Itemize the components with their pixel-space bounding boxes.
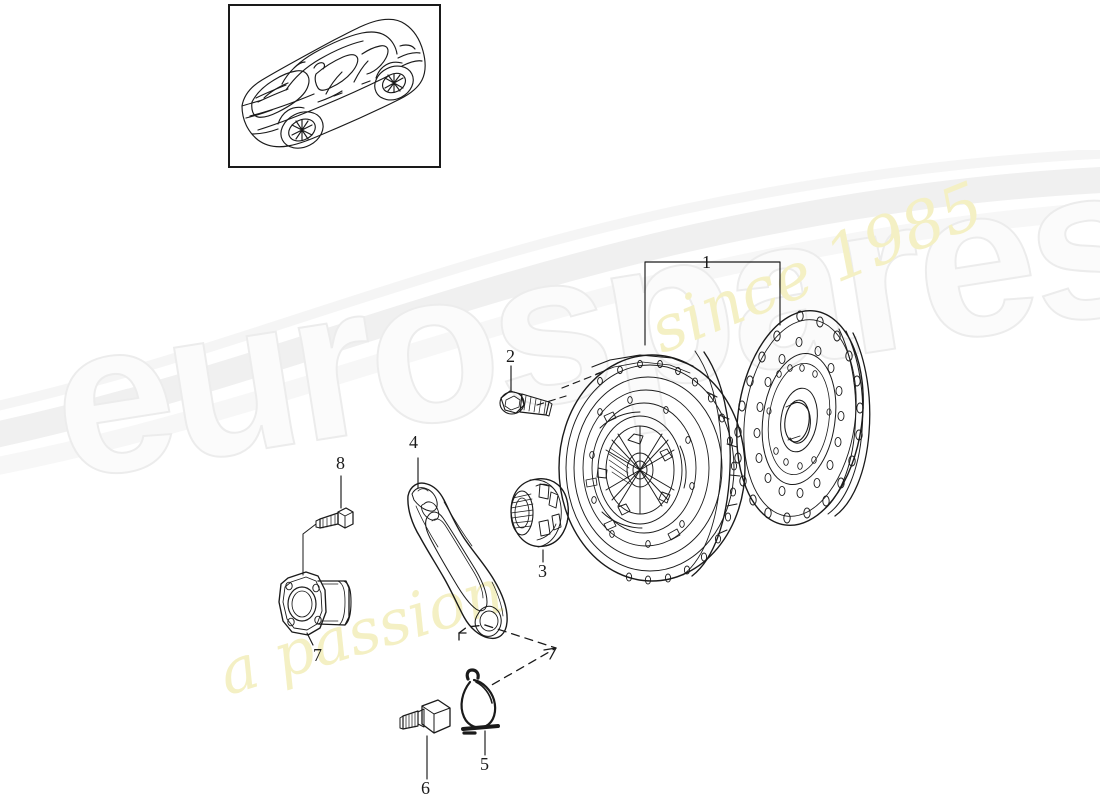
part-retaining-spring-clip [460,668,500,735]
callout-label-8: 8 [336,453,345,473]
part-dual-mass-flywheel [734,310,871,526]
callout-label-1: 1 [702,252,711,272]
part-guide-sleeve-bolt [315,507,354,529]
vehicle-thumbnail-box [228,4,441,168]
porsche-panamera-icon [241,18,426,149]
callout-label-5: 5 [480,754,489,774]
callout-label-3: 3 [538,561,547,581]
callout-5-dashed-arrow [458,624,557,687]
callout-label-4: 4 [409,432,418,452]
part-clutch-pressure-plate [558,350,746,585]
part-hex-flange-bolt [499,390,553,417]
part-threaded-plug [399,699,451,734]
callout-label-7: 7 [313,645,322,665]
part-release-bearing [510,478,569,548]
part-guide-sleeve [278,571,352,636]
part-release-fork [407,482,508,640]
callout-label-6: 6 [421,778,430,798]
callout-7-leader [306,632,314,646]
callout-label-2: 2 [506,346,515,366]
callout-8-leader [302,475,342,576]
callout-1-leader [561,261,781,389]
